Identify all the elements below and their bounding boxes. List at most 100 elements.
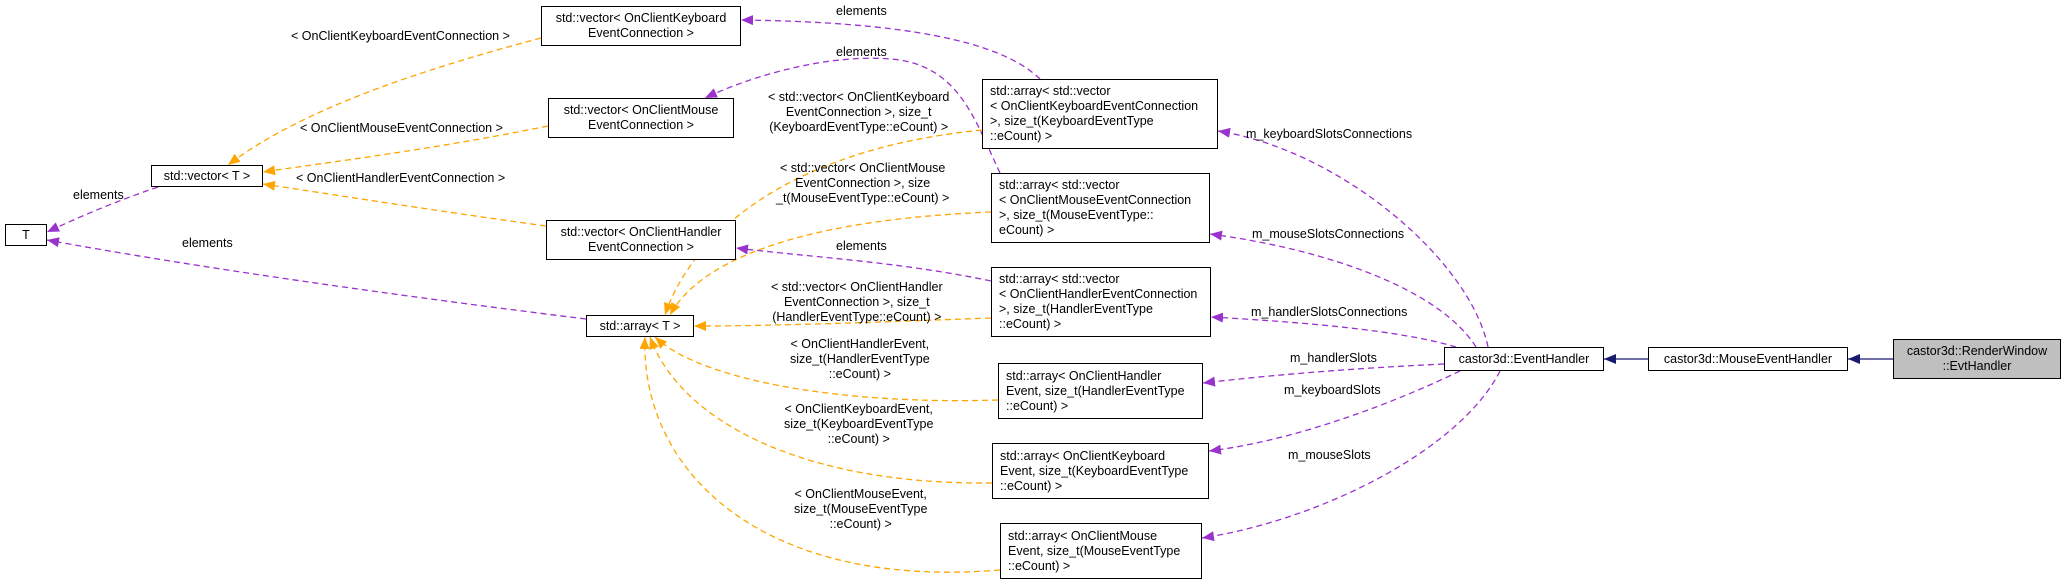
node-line: std::vector< OnClientMouse bbox=[563, 103, 719, 117]
edge-template-vector-mouse bbox=[262, 125, 549, 176]
node-line: std::array< OnClientMouse bbox=[1008, 528, 1158, 543]
node-vector-handler-connection[interactable]: std::vector< OnClientHandler EventConnec… bbox=[546, 220, 736, 260]
node-line: ::EvtHandler bbox=[1942, 359, 2012, 373]
node-line: >, size_t(KeyboardEventType bbox=[990, 114, 1154, 128]
edge-label-template-vector-mouse: < OnClientMouseEventConnection > bbox=[300, 121, 503, 136]
node-line: eCount) > bbox=[999, 223, 1055, 237]
node-line: std::array< std::vector bbox=[990, 84, 1111, 98]
edge-m-keyboard-slots bbox=[1208, 370, 1461, 455]
edge-template-array-handler-connections bbox=[693, 317, 992, 331]
edge-label-m-keyboard-slots: m_keyboardSlots bbox=[1284, 383, 1381, 398]
edge-label-template-vector-handler: < OnClientHandlerEventConnection > bbox=[296, 171, 505, 186]
label-line: < OnClientKeyboardEventConnection > bbox=[291, 29, 510, 43]
node-array-keyboard-connections[interactable]: std::array< std::vector < OnClientKeyboa… bbox=[982, 79, 1218, 149]
edge-m-handler-slots-connections bbox=[1210, 312, 1457, 348]
edge-label-elements-mouse: elements bbox=[836, 45, 887, 60]
label-line: EventConnection >, size_t bbox=[785, 105, 932, 119]
node-line: std::vector< T > bbox=[163, 168, 251, 183]
node-line: std::array< T > bbox=[599, 318, 681, 333]
node-line: EventConnection > bbox=[588, 240, 694, 254]
label-line: < OnClientKeyboardEvent, bbox=[784, 402, 933, 416]
label-line: < std::vector< OnClientKeyboard bbox=[768, 90, 950, 104]
edge-elements-handler bbox=[735, 244, 992, 282]
label-line: size_t(HandlerEventType bbox=[790, 352, 930, 366]
node-line: std::vector< OnClientHandler bbox=[560, 225, 722, 239]
edge-label-m-mouse-slots: m_mouseSlots bbox=[1288, 448, 1371, 463]
label-line: ::eCount) > bbox=[829, 517, 892, 531]
edge-label-elements-vector-t: elements bbox=[73, 188, 124, 203]
node-line: ::eCount) > bbox=[1000, 478, 1063, 493]
node-line: Event, size_t(KeyboardEventType bbox=[1000, 463, 1189, 478]
label-line: < std::vector< OnClientMouse bbox=[780, 161, 946, 175]
label-line: elements bbox=[836, 239, 887, 253]
edge-label-template-array-mouse-connections: < std::vector< OnClientMouse EventConnec… bbox=[776, 161, 949, 206]
edge-template-array-handler-slots bbox=[654, 336, 999, 402]
node-mouse-event-handler[interactable]: castor3d::MouseEventHandler bbox=[1648, 347, 1848, 371]
edge-label-m-keyboard-slots-connections: m_keyboardSlotsConnections bbox=[1246, 127, 1412, 142]
label-line: size_t(KeyboardEventType bbox=[784, 417, 934, 431]
node-line: EventConnection > bbox=[588, 26, 694, 40]
edge-label-template-array-keyboard-slots: < OnClientKeyboardEvent, size_t(Keyboard… bbox=[784, 402, 933, 447]
edge-m-mouse-slots bbox=[1201, 370, 1501, 542]
edge-label-elements-array-t: elements bbox=[182, 236, 233, 251]
node-event-handler[interactable]: castor3d::EventHandler bbox=[1444, 347, 1604, 371]
node-line: castor3d::RenderWindow bbox=[1906, 344, 2048, 358]
node-line: ::eCount) > bbox=[999, 317, 1062, 331]
label-line: ::eCount) > bbox=[827, 432, 890, 446]
edge-elements-keyboard bbox=[740, 15, 1041, 80]
label-line: elements bbox=[836, 45, 887, 59]
node-t[interactable]: T bbox=[5, 224, 47, 246]
node-line: < OnClientMouseEventConnection bbox=[999, 193, 1192, 207]
node-array-mouse-slots[interactable]: std::array< OnClientMouse Event, size_t(… bbox=[1000, 523, 1202, 579]
edge-template-array-kb-slots bbox=[649, 336, 993, 484]
node-array-handler-slots[interactable]: std::array< OnClientHandler Event, size_… bbox=[998, 363, 1203, 419]
node-array-handler-connections[interactable]: std::array< std::vector < OnClientHandle… bbox=[991, 267, 1211, 337]
label-line: m_keyboardSlotsConnections bbox=[1246, 127, 1413, 141]
node-line: < OnClientKeyboardEventConnection bbox=[990, 99, 1199, 113]
edge-template-array-mouse-slots bbox=[639, 336, 1001, 573]
edge-label-elements-keyboard: elements bbox=[836, 4, 887, 19]
node-line: T bbox=[22, 227, 30, 242]
edge-m-mouse-slots-connections bbox=[1209, 230, 1477, 348]
node-line: std::array< OnClientHandler bbox=[1006, 368, 1162, 383]
node-line: ::eCount) > bbox=[1006, 398, 1069, 413]
node-line: std::vector< OnClientKeyboard bbox=[555, 11, 727, 25]
label-line: m_mouseSlots bbox=[1288, 448, 1371, 462]
label-line: (HandlerEventType::eCount) > bbox=[772, 310, 942, 324]
label-line: m_keyboardSlots bbox=[1284, 383, 1381, 397]
edge-template-array-mouse-connections bbox=[669, 211, 992, 316]
node-line: ::eCount) > bbox=[1008, 558, 1071, 573]
label-line: < std::vector< OnClientHandler bbox=[771, 280, 943, 294]
node-line: ::eCount) > bbox=[990, 129, 1053, 143]
node-line: Event, size_t(MouseEventType bbox=[1008, 543, 1181, 558]
node-array-keyboard-slots[interactable]: std::array< OnClientKeyboard Event, size… bbox=[992, 443, 1209, 499]
label-line: < OnClientMouseEvent, bbox=[794, 487, 927, 501]
edge-label-template-vector-keyboard: < OnClientKeyboardEventConnection > bbox=[291, 29, 510, 44]
label-line: EventConnection >, size bbox=[795, 176, 931, 190]
edge-label-template-array-keyboard-connections: < std::vector< OnClientKeyboard EventCon… bbox=[768, 90, 949, 135]
edge-label-elements-handler: elements bbox=[836, 239, 887, 254]
node-array-t[interactable]: std::array< T > bbox=[586, 315, 694, 337]
node-vector-t[interactable]: std::vector< T > bbox=[151, 165, 263, 187]
label-line: < OnClientHandlerEventConnection > bbox=[296, 171, 506, 185]
label-line: EventConnection >, size_t bbox=[784, 295, 930, 309]
label-line: elements bbox=[836, 4, 887, 18]
edge-label-m-handler-slots: m_handlerSlots bbox=[1290, 351, 1377, 366]
label-line: < OnClientHandlerEvent, bbox=[790, 337, 930, 351]
label-line: m_handlerSlotsConnections bbox=[1251, 305, 1408, 319]
node-array-mouse-connections[interactable]: std::array< std::vector < OnClientMouseE… bbox=[991, 173, 1210, 243]
node-line: >, size_t(HandlerEventType bbox=[999, 302, 1153, 316]
node-render-window-evthandler[interactable]: castor3d::RenderWindow ::EvtHandler bbox=[1893, 339, 2061, 379]
node-line: std::array< std::vector bbox=[999, 178, 1120, 192]
node-vector-keyboard-connection[interactable]: std::vector< OnClientKeyboard EventConne… bbox=[541, 6, 741, 46]
edge-elements-mouse bbox=[704, 57, 1001, 174]
node-line: std::array< std::vector bbox=[999, 272, 1120, 286]
edge-elements-array-t bbox=[46, 237, 587, 320]
node-line: castor3d::MouseEventHandler bbox=[1663, 351, 1833, 366]
node-vector-mouse-connection[interactable]: std::vector< OnClientMouse EventConnecti… bbox=[548, 98, 734, 138]
edge-label-template-array-handler-connections: < std::vector< OnClientHandler EventConn… bbox=[771, 280, 943, 325]
label-line: elements bbox=[73, 188, 124, 202]
node-line: castor3d::EventHandler bbox=[1458, 351, 1590, 366]
